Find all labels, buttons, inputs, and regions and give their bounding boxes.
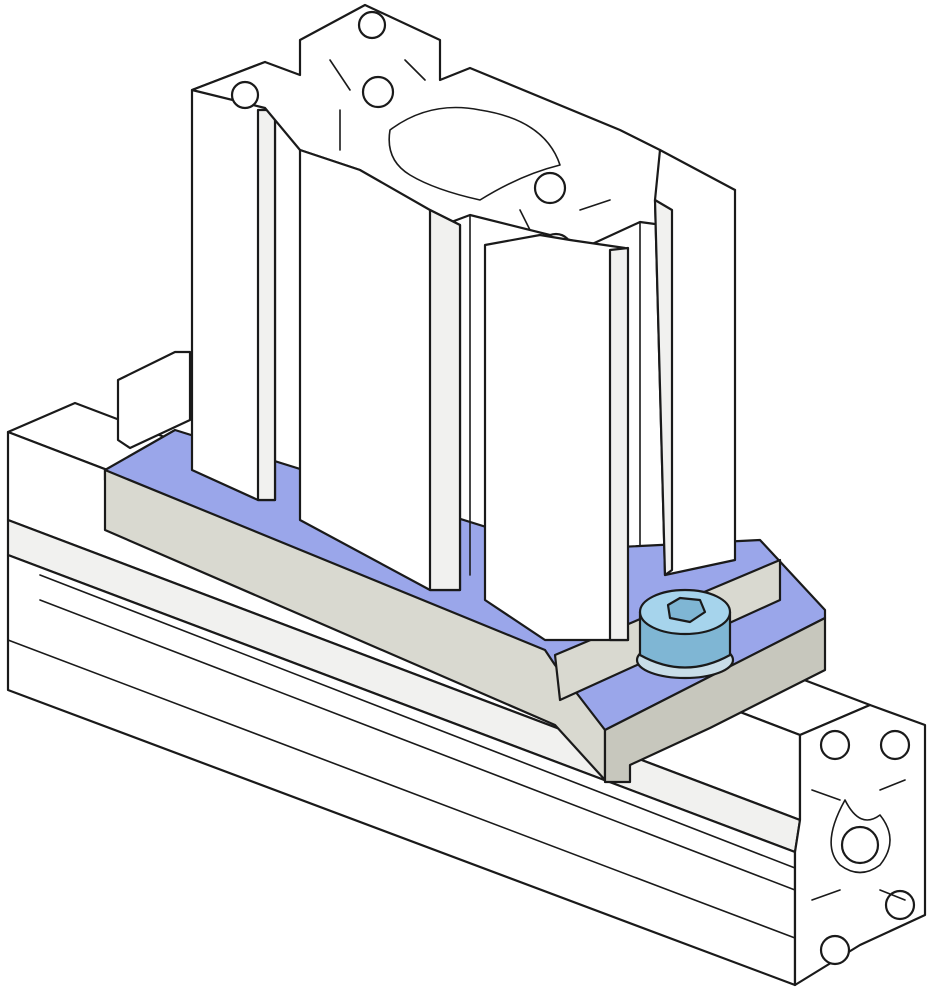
- vertical-profile-front-column: [483, 233, 630, 642]
- profile-hole: [230, 80, 260, 110]
- screw-hex-socket-icon: [666, 596, 707, 624]
- profile-hole: [357, 10, 387, 40]
- profile-core-cutout: [388, 106, 561, 201]
- plate-end-side: [603, 616, 827, 784]
- plate-left-tab: [116, 350, 192, 450]
- vertical-profile: [190, 3, 737, 642]
- profile-hole: [533, 171, 567, 205]
- socket-screw: [635, 588, 735, 680]
- vertical-profile-right-column: [653, 148, 737, 577]
- base-profile-end-face: [793, 703, 927, 987]
- profile-hole: [361, 75, 395, 109]
